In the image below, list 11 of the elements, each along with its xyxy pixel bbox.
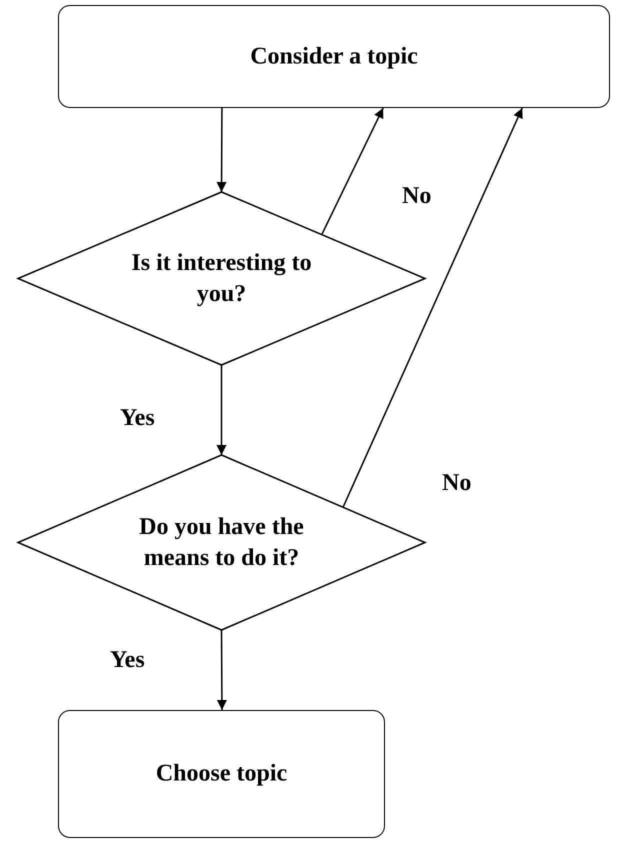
decision-text: Do you have the means to do it?: [138, 512, 305, 572]
arrow: [342, 108, 523, 508]
process-box: [58, 5, 610, 108]
arrow: [321, 108, 384, 234]
arrow: [216, 108, 227, 192]
process-box: [58, 710, 385, 838]
process-text: Consider a topic: [249, 42, 419, 71]
decision-text: Is it interesting to you?: [130, 248, 313, 308]
arrow: [216, 630, 227, 710]
process-text: Choose topic: [154, 759, 288, 788]
arrow: [216, 365, 226, 455]
